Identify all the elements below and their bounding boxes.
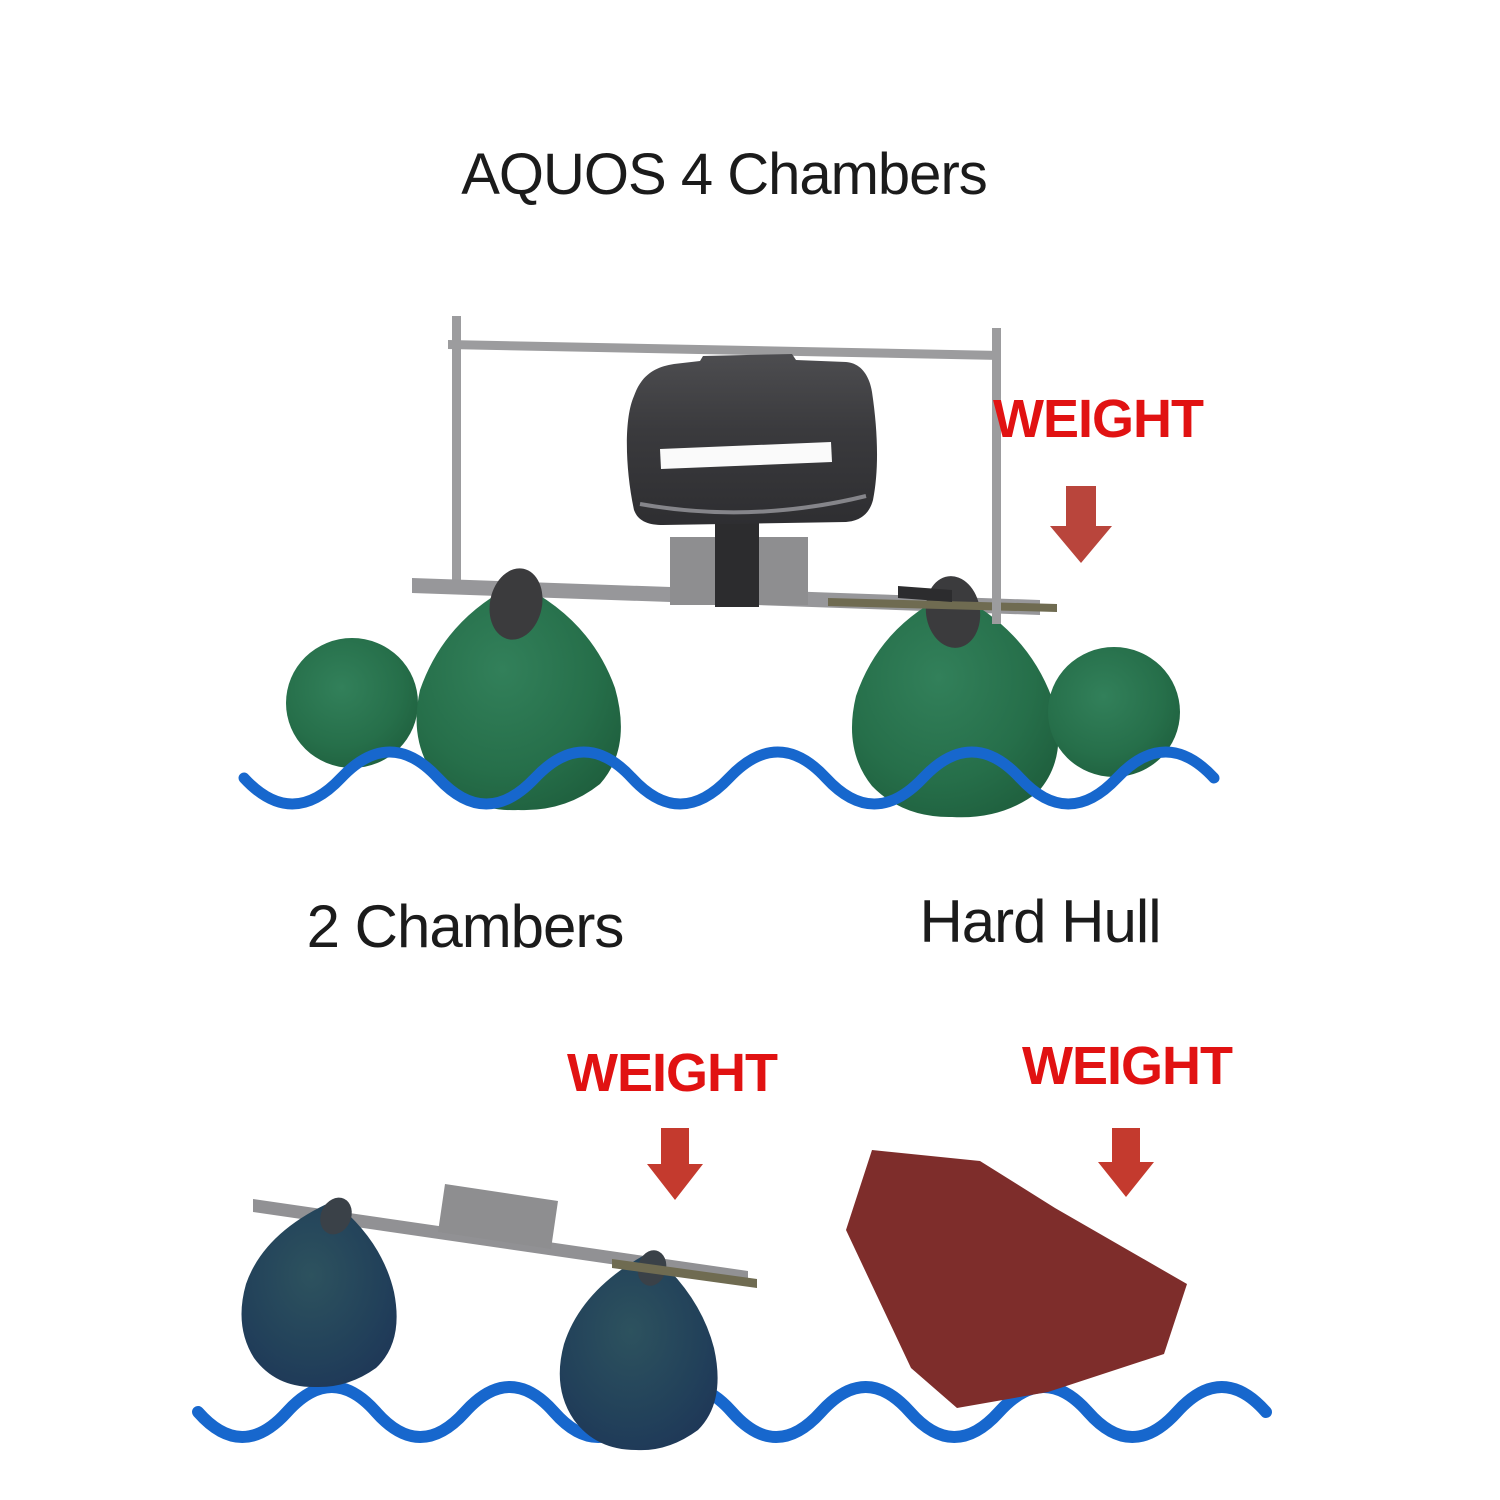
page-title: AQUOS 4 Chambers bbox=[461, 142, 988, 207]
chamber-small-left bbox=[286, 638, 418, 768]
weight-arrow-down-icon bbox=[1050, 486, 1112, 563]
water-wave-line-top bbox=[238, 746, 1220, 810]
two-chambers-label: 2 Chambers bbox=[306, 893, 625, 960]
blue-chamber-left bbox=[241, 1201, 397, 1388]
motor-shaft bbox=[715, 512, 759, 607]
motor-seam-line bbox=[639, 494, 867, 515]
chamber-cap-left bbox=[489, 568, 543, 640]
weight-label-top: WEIGHT bbox=[993, 389, 1204, 449]
platform-tip-bar bbox=[612, 1259, 757, 1288]
water-wave-line-bottom bbox=[192, 1381, 1272, 1443]
platform-box bbox=[438, 1184, 558, 1249]
hard-hull-diagram bbox=[846, 1128, 1187, 1408]
motor-vent-slot bbox=[660, 442, 832, 469]
two-chambers-diagram bbox=[192, 1128, 1272, 1451]
aquos-4-chambers-diagram bbox=[238, 316, 1220, 818]
capsized-hull bbox=[846, 1150, 1187, 1408]
outboard-motor bbox=[626, 354, 878, 525]
weight-arrow-down-icon bbox=[647, 1128, 703, 1200]
blue-chamber-right bbox=[559, 1252, 718, 1451]
frame-left-post bbox=[452, 316, 461, 586]
frame-top-bar bbox=[448, 340, 1001, 360]
chamber-small-right bbox=[1048, 647, 1180, 777]
motor-bracket bbox=[898, 586, 952, 602]
weight-arrow-down-icon bbox=[1098, 1128, 1154, 1197]
weight-label-bottom-left: WEIGHT bbox=[567, 1043, 778, 1103]
hard-hull-label: Hard Hull bbox=[919, 888, 1161, 955]
blue-chamber-cap-left bbox=[320, 1197, 352, 1235]
weight-label-bottom-right: WEIGHT bbox=[1022, 1036, 1233, 1096]
frame-right-post bbox=[992, 328, 1001, 624]
